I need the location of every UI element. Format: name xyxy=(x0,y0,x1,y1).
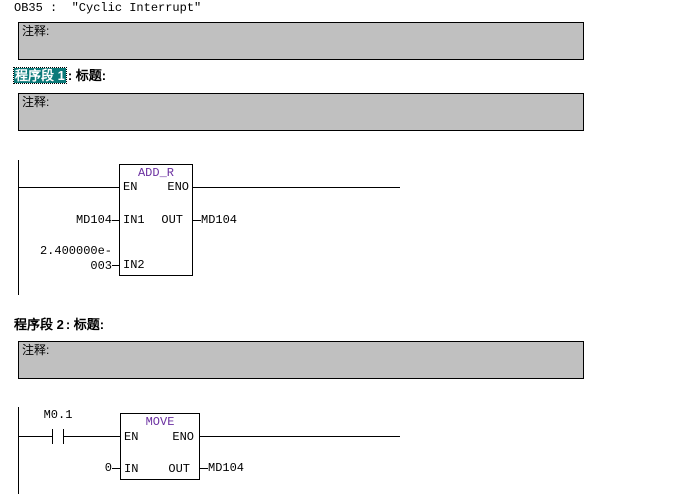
wire-in2-stub xyxy=(112,265,119,266)
block-comment-box[interactable]: 注释: xyxy=(18,22,584,60)
pin-in-2: IN xyxy=(124,462,139,476)
function-block-move[interactable]: MOVE EN ENO IN OUT xyxy=(120,413,200,480)
pin-eno-1: ENO xyxy=(167,180,189,194)
pin-in1: IN1 xyxy=(123,213,145,227)
wire-rail-to-en-1 xyxy=(18,187,119,188)
network-1-comment-label: 注释: xyxy=(22,95,50,109)
wire-in1-stub xyxy=(112,220,119,221)
operand-add-in2[interactable]: 2.400000e- 003 xyxy=(39,244,112,273)
function-block-add-r-title: ADD_R xyxy=(137,166,174,180)
pin-out-2: OUT xyxy=(168,462,190,476)
wire-contact-to-en-2 xyxy=(64,436,120,437)
function-block-move-title: MOVE xyxy=(145,415,175,429)
wire-eno-out-1 xyxy=(193,187,400,188)
wire-eno-out-2 xyxy=(200,436,400,437)
network-2-title-rest: : 标题: xyxy=(65,317,105,332)
wire-move-out-stub xyxy=(200,468,208,469)
block-title: OB35 : "Cyclic Interrupt" xyxy=(14,1,202,15)
wire-move-in-stub xyxy=(112,468,120,469)
pin-en-2: EN xyxy=(124,430,139,444)
network-2-comment-box[interactable]: 注释: xyxy=(18,341,584,379)
network-1-comment-box[interactable]: 注释: xyxy=(18,93,584,131)
operand-add-out[interactable]: MD104 xyxy=(201,213,238,227)
network-2-comment-label: 注释: xyxy=(22,343,50,357)
pin-en-1: EN xyxy=(123,180,138,194)
contact-label-m0-1[interactable]: M0.1 xyxy=(43,408,73,422)
block-comment-label: 注释: xyxy=(22,24,50,38)
operand-move-out[interactable]: MD104 xyxy=(208,461,245,475)
network-1-label-selected[interactable]: 程序段 1 xyxy=(13,67,67,84)
wire-out-stub-1 xyxy=(193,220,201,221)
contact-bar-left xyxy=(52,429,53,444)
operand-move-in[interactable]: 0 xyxy=(104,461,112,475)
network-1-title-rest: : 标题: xyxy=(67,68,107,83)
pin-out-1: OUT xyxy=(161,213,183,227)
pin-eno-2: ENO xyxy=(172,430,194,444)
network-1-title[interactable]: 程序段 1: 标题: xyxy=(13,67,107,84)
power-rail-network-2 xyxy=(18,407,19,494)
network-2-label: 程序段 2 xyxy=(14,317,64,332)
pin-in2: IN2 xyxy=(123,258,145,272)
power-rail-network-1 xyxy=(18,160,19,295)
function-block-add-r[interactable]: ADD_R EN ENO IN1 OUT IN2 xyxy=(119,164,193,276)
operand-add-in1[interactable]: MD104 xyxy=(75,213,112,227)
contact-normally-open-m0-1[interactable] xyxy=(52,429,64,444)
wire-rail-to-contact-2 xyxy=(18,436,52,437)
network-2-title[interactable]: 程序段 2: 标题: xyxy=(14,317,104,333)
contact-bar-right xyxy=(63,429,64,444)
